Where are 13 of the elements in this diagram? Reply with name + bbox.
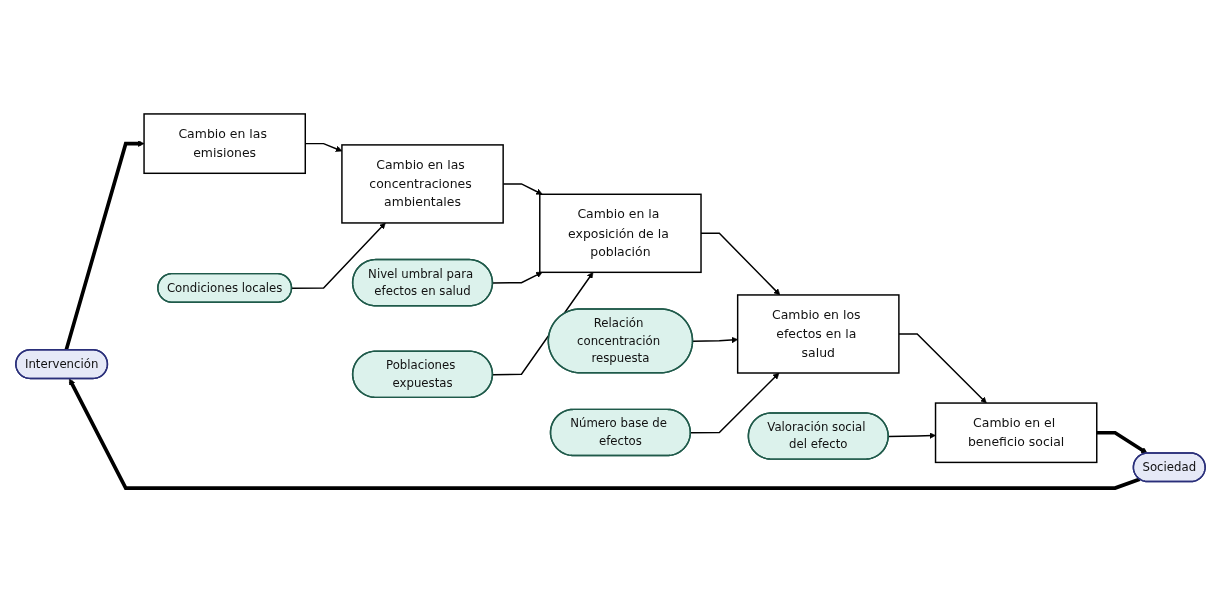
arrow xyxy=(1096,430,1148,454)
node-box: Cambio en el beneficio social xyxy=(934,401,1098,463)
arrow xyxy=(898,332,987,403)
arrow xyxy=(492,271,543,284)
arrow xyxy=(291,222,386,289)
node-box: Cambio en las concentraciones ambientales xyxy=(341,143,504,224)
node-box: Cambio en las emisiones xyxy=(143,112,306,174)
arrow xyxy=(64,139,145,351)
arrow xyxy=(692,336,738,343)
node-box: Cambio en la exposición de la población xyxy=(539,193,702,273)
arrow xyxy=(69,378,1141,490)
node-box: Cambio en los efectos en la salud xyxy=(736,293,900,374)
arrow xyxy=(887,431,936,439)
